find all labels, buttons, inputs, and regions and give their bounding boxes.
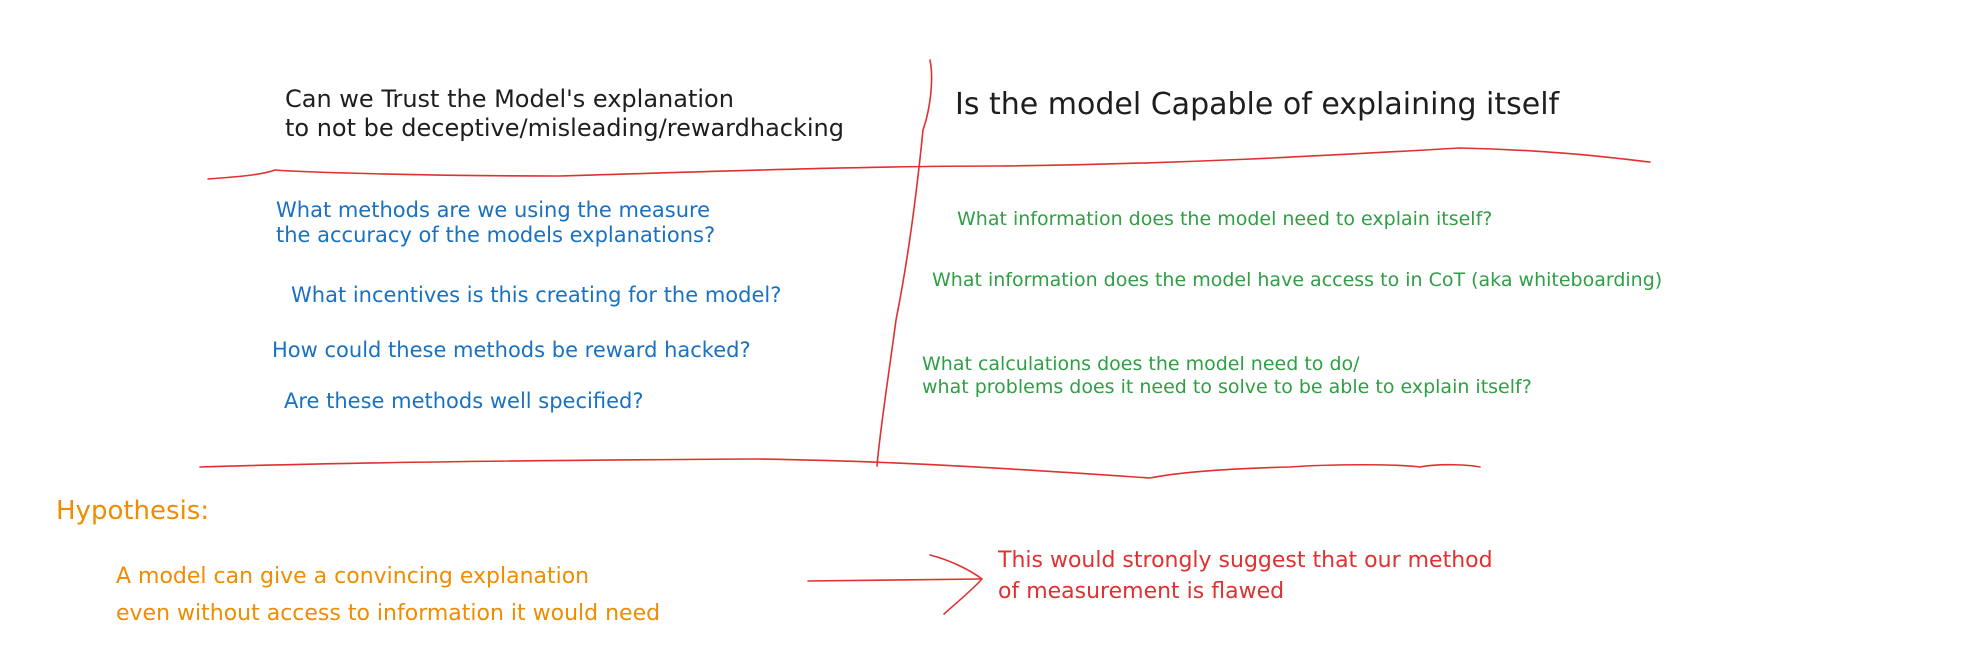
consequence-line-2: of measurement is flawed [998, 579, 1285, 604]
right-question-2: What information does the model have acc… [932, 269, 1663, 291]
bottom-divider-line [199, 458, 1481, 479]
left-header-line-1: Can we Trust the Model's explanation [285, 85, 734, 113]
hypothesis-statement: A model can give a convincing explanatio… [116, 558, 660, 632]
header-divider-line [207, 147, 1651, 180]
left-header-line-2: to not be deceptive/misleading/rewardhac… [285, 113, 844, 142]
right-question-3: What calculations does the model need to… [922, 353, 1532, 399]
hypothesis-line-1: A model can give a convincing explanatio… [116, 564, 590, 589]
hypothesis-line-2: even without access to information it wo… [116, 601, 661, 626]
left-question-3: How could these methods be reward hacked… [272, 338, 751, 362]
right-question-1: What information does the model need to … [957, 208, 1493, 230]
hypothesis-heading: Hypothesis: [56, 496, 210, 526]
left-question-1-line-2: the accuracy of the models explanations? [276, 223, 716, 248]
consequence-line-1: This would strongly suggest that our met… [998, 548, 1493, 573]
right-question-3-line-2: what problems does it need to solve to b… [922, 375, 1532, 398]
column-divider-line [876, 59, 933, 467]
left-question-1: What methods are we using the measure th… [276, 198, 715, 248]
hypothesis-arrow-head [929, 554, 983, 615]
right-column-header: Is the model Capable of explaining itsel… [955, 87, 1560, 122]
right-question-3-line-1: What calculations does the model need to… [922, 353, 1360, 375]
left-column-header: Can we Trust the Model's explanation to … [285, 85, 844, 143]
hypothesis-arrow-shaft [807, 578, 981, 582]
left-question-1-line-1: What methods are we using the measure [276, 198, 711, 222]
left-question-4: Are these methods well specified? [284, 389, 644, 413]
consequence-note: This would strongly suggest that our met… [998, 545, 1493, 607]
left-question-2: What incentives is this creating for the… [291, 283, 782, 307]
